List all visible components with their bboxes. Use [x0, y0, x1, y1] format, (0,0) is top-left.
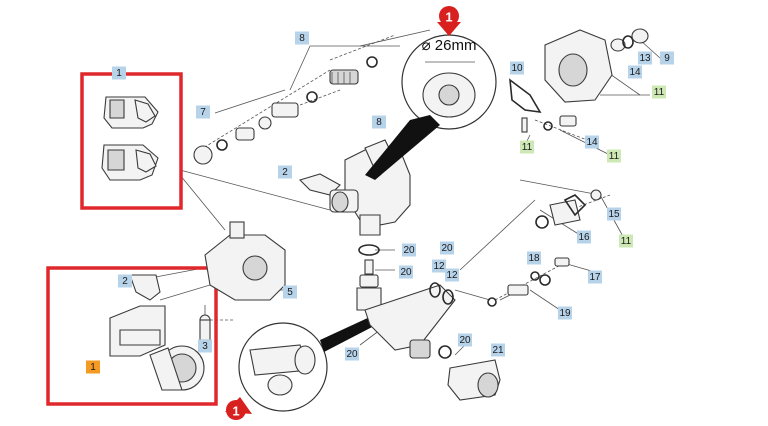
valve-stack-left: [193, 56, 378, 165]
part-number-label: 8: [299, 33, 305, 44]
marker-number-bottom: 1: [232, 404, 239, 419]
highlight-box-top: [80, 72, 183, 210]
part-label-box: [432, 259, 446, 273]
detail-callout: [238, 316, 376, 412]
part-number-label: 1: [90, 362, 96, 373]
part-label-box: [458, 333, 472, 347]
part-label-box: [196, 105, 210, 119]
part-number-label: 3: [202, 341, 208, 352]
part-label-box: [510, 61, 524, 75]
center-valve-stack: [356, 244, 456, 359]
part-label-box: [628, 65, 642, 79]
part-label-box: [399, 265, 413, 279]
part-label-box: [345, 347, 359, 361]
seal-part: [509, 78, 542, 133]
part-number-label: 12: [433, 261, 445, 272]
part-label-box: [445, 268, 459, 282]
highlight-box-bottom: [46, 266, 218, 406]
part-label-box: [440, 241, 454, 255]
pump-housing: [204, 221, 286, 301]
part-label-box: [86, 360, 100, 374]
upper-clip-parts: [101, 96, 159, 181]
right-valve-parts: [487, 115, 602, 307]
part-number-label: 7: [200, 107, 206, 118]
diameter-label: ⌀ 26mm: [422, 37, 477, 54]
part-number-label: 20: [400, 267, 412, 278]
part-number-label: 14: [586, 137, 598, 148]
part-number-label: 11: [654, 87, 665, 98]
part-number-label: 13: [639, 53, 651, 64]
part-number-label: 15: [608, 209, 620, 220]
part-label-box: [588, 270, 602, 284]
part-number-label: 14: [629, 67, 641, 78]
part-number-label: 8: [376, 117, 382, 128]
part-label-box: [402, 243, 416, 257]
part-label-box: [558, 306, 572, 320]
part-label-box: [491, 343, 505, 357]
marker-bottom: 1: [225, 397, 252, 420]
part-number-label: 11: [609, 151, 620, 162]
part-number-label: 12: [446, 270, 458, 281]
part-label-box: [520, 140, 534, 154]
part-number-label: 17: [589, 272, 601, 283]
part-label-box: [372, 115, 386, 129]
part-label-box: [118, 274, 132, 288]
part-label-box: [607, 207, 621, 221]
part-number-label: 18: [528, 253, 540, 264]
part-label-box: [619, 234, 633, 248]
part-number-label: 20: [346, 349, 358, 360]
part-label-box: [638, 51, 652, 65]
part-number-label: 2: [122, 276, 128, 287]
part-number-label: 20: [459, 335, 471, 346]
part-label-box: [295, 31, 309, 45]
part-label-box: [585, 135, 599, 149]
part-label-box: [198, 339, 212, 353]
marker-number: 1: [445, 10, 452, 25]
part-label-box: [112, 66, 126, 80]
part-label-box: [283, 285, 297, 299]
part-label-box: [607, 149, 621, 163]
diameter-callout: ⌀ 26mm: [365, 34, 497, 180]
part-number-label: 11: [621, 236, 632, 247]
part-number-label: 2: [282, 167, 288, 178]
marker-top: 1: [437, 6, 461, 36]
part-number-labels: 1122357889101111111112121314141516171819…: [86, 31, 674, 374]
part-number-label: 21: [492, 345, 504, 356]
part-label-box: [577, 230, 591, 244]
part-number-label: 1: [116, 68, 122, 79]
part-label-box: [278, 165, 292, 179]
part-label-box: [527, 251, 541, 265]
lower-connector-parts: [109, 274, 211, 391]
part-number-label: 9: [664, 53, 670, 64]
part-number-label: 20: [403, 245, 415, 256]
part-number-label: 5: [287, 287, 293, 298]
part-number-label: 16: [578, 232, 590, 243]
part-number-label: 11: [522, 142, 533, 153]
part-number-label: 20: [441, 243, 453, 254]
pump-head-right: [544, 28, 649, 103]
part-number-label: 19: [559, 308, 571, 319]
part-label-box: [652, 85, 666, 99]
quick-coupling: [447, 359, 501, 401]
part-label-box: [660, 51, 674, 65]
part-number-label: 10: [511, 63, 523, 74]
